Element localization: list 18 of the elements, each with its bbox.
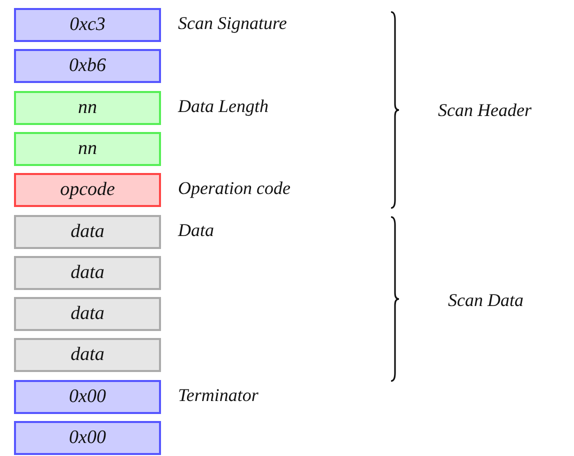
- field-description: Data Length: [178, 94, 269, 117]
- byte-field: nn: [14, 132, 161, 166]
- byte-field: data: [14, 297, 161, 332]
- byte-field: data: [14, 256, 161, 290]
- byte-field: 0xb6: [14, 49, 161, 84]
- group-label: Scan Header: [438, 99, 532, 122]
- field-description: Data: [178, 218, 214, 240]
- byte-field: 0xc3: [14, 8, 161, 42]
- field-description: Scan Signature: [178, 12, 287, 34]
- field-description: Operation code: [178, 177, 290, 200]
- byte-field: data: [14, 214, 161, 248]
- byte-field: 0x00: [14, 421, 161, 455]
- group-label: Scan Data: [448, 289, 524, 312]
- field-description: Terminator: [178, 384, 258, 406]
- byte-field: opcode: [14, 173, 161, 208]
- byte-field: data: [14, 338, 161, 372]
- byte-field: 0x00: [14, 380, 161, 414]
- byte-field: nn: [14, 90, 161, 125]
